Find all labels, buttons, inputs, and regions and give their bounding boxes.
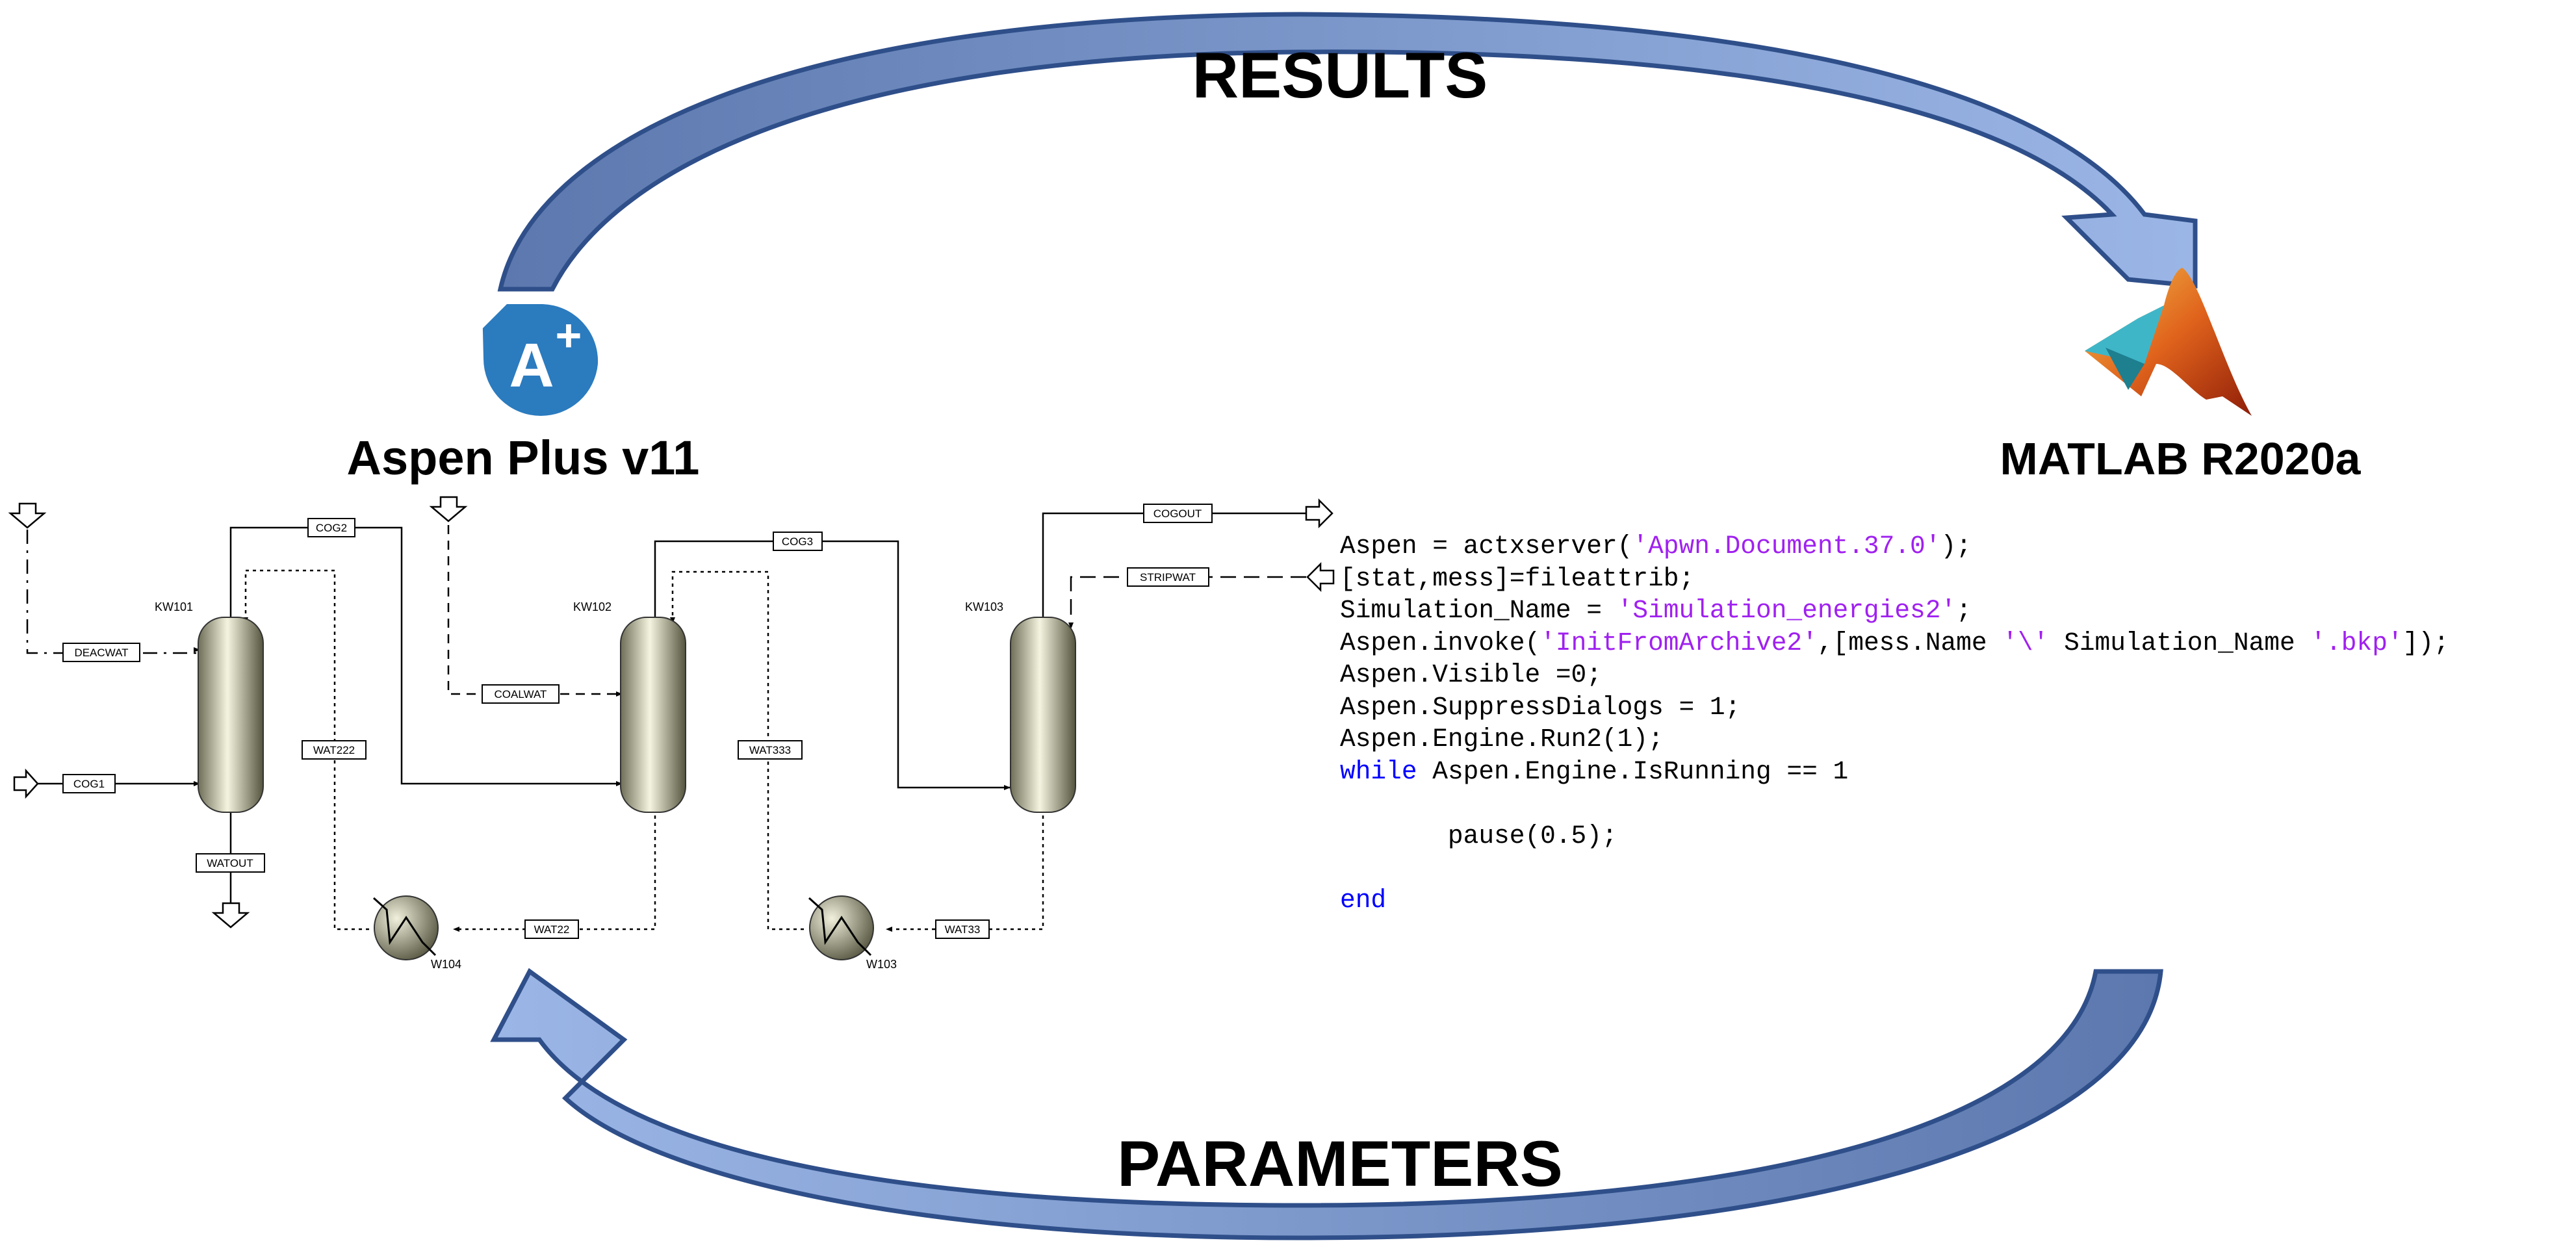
feed-product-arrows	[8, 496, 1335, 929]
aspen-flowsheet	[26, 512, 1306, 931]
heat-exchanger-icon	[372, 895, 439, 960]
stream-tag-deacwat: DEACWAT	[74, 647, 128, 659]
stream-tag-wat22: WAT22	[534, 923, 570, 936]
code-line-8: while Aspen.Engine.IsRunning == 1	[1340, 756, 1849, 786]
svg-text:+: +	[556, 310, 582, 361]
code-line-2: [stat,mess]=fileattrib;	[1340, 563, 1695, 593]
distillation-column-kw103	[1010, 617, 1076, 813]
unit-label-kw102: KW102	[573, 600, 612, 613]
stream-tags: DEACWAT COG1 COG2 WATOUT WAT222 COALWAT …	[62, 504, 1213, 939]
stream-tag-watout: WATOUT	[207, 857, 253, 869]
unit-label-w104: W104	[431, 958, 461, 971]
results-label: RESULTS	[1192, 39, 1488, 111]
code-line-7: Aspen.Engine.Run2(1);	[1340, 725, 1664, 754]
stream-tag-cog1: COG1	[73, 778, 105, 790]
results-arrow	[497, 12, 2198, 292]
unit-label-w103: W103	[866, 958, 897, 971]
stream-tag-stripwat: STRIPWAT	[1140, 571, 1196, 584]
unit-label-kw103: KW103	[965, 600, 1003, 613]
parameters-arrow	[490, 968, 2163, 1240]
code-line-10: end	[1340, 885, 1387, 915]
stream-tag-cog3: COG3	[782, 535, 813, 548]
svg-text:A: A	[509, 331, 554, 400]
stream-tag-coalwat: COALWAT	[495, 688, 547, 700]
code-line-1: Aspen = actxserver('Apwn.Document.37.0')…	[1340, 532, 1972, 561]
stream-tag-cog2: COG2	[316, 522, 347, 534]
distillation-column-kw101	[198, 617, 264, 813]
code-line-4: Aspen.invoke('InitFromArchive2',[mess.Na…	[1340, 628, 2449, 658]
code-line-6: Aspen.SuppressDialogs = 1;	[1340, 692, 1741, 722]
stream-tag-cogout: COGOUT	[1153, 507, 1202, 520]
code-line-5: Aspen.Visible =0;	[1340, 660, 1602, 689]
stream-tag-wat33: WAT33	[945, 923, 981, 936]
code-line-9: pause(0.5);	[1340, 821, 1617, 851]
matlab-code-block: Aspen = actxserver('Apwn.Document.37.0')…	[1340, 530, 2449, 916]
stream-tag-wat333: WAT333	[749, 744, 791, 756]
stream-tag-wat222: WAT222	[313, 744, 355, 756]
heat-exchanger-icon	[808, 895, 874, 960]
unit-label-kw101: KW101	[155, 600, 193, 613]
aspen-label: Aspen Plus v11	[347, 431, 700, 485]
parameters-label: PARAMETERS	[1117, 1127, 1563, 1200]
matlab-label: MATLAB R2020a	[2000, 433, 2362, 484]
distillation-column-kw102	[620, 617, 686, 813]
matlab-membrane-logo-icon	[2085, 268, 2252, 416]
aspen-plus-logo-icon: A +	[482, 304, 599, 417]
code-line-3: Simulation_Name = 'Simulation_energies2'…	[1340, 596, 1972, 625]
